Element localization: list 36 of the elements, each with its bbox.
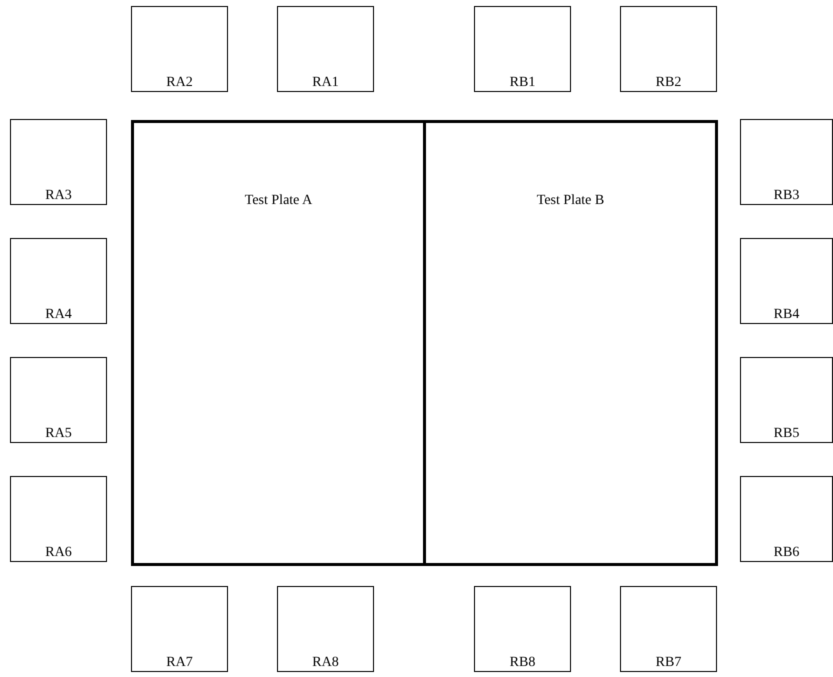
component-label: RA6 xyxy=(44,545,73,561)
component-label: RA2 xyxy=(165,75,194,91)
plate-panel xyxy=(131,120,426,566)
plate-label: Test Plate A xyxy=(244,193,314,209)
component-box xyxy=(277,586,374,672)
component-box xyxy=(620,586,717,672)
component-label: RA3 xyxy=(44,188,73,204)
component-label: RB3 xyxy=(772,188,800,204)
plate-label: Test Plate B xyxy=(536,193,606,209)
component-box xyxy=(277,6,374,92)
component-box xyxy=(474,6,571,92)
component-box xyxy=(10,357,107,443)
component-box xyxy=(10,476,107,562)
component-box xyxy=(620,6,717,92)
component-label: RA4 xyxy=(44,307,73,323)
component-box xyxy=(10,238,107,324)
plate-panel xyxy=(423,120,718,566)
component-box xyxy=(131,586,228,672)
component-label: RB4 xyxy=(772,307,800,323)
component-label: RA5 xyxy=(44,426,73,442)
component-box xyxy=(740,476,833,562)
component-box xyxy=(740,119,833,205)
component-label: RB8 xyxy=(508,655,536,671)
component-label: RB2 xyxy=(654,75,682,91)
component-box xyxy=(740,357,833,443)
component-box xyxy=(474,586,571,672)
component-box xyxy=(131,6,228,92)
component-label: RB7 xyxy=(654,655,682,671)
component-label: RA1 xyxy=(311,75,340,91)
component-label: RB5 xyxy=(772,426,800,442)
component-label: RA7 xyxy=(165,655,194,671)
component-label: RB6 xyxy=(772,545,800,561)
component-label: RB1 xyxy=(508,75,536,91)
component-box xyxy=(740,238,833,324)
component-label: RA8 xyxy=(311,655,340,671)
component-box xyxy=(10,119,107,205)
